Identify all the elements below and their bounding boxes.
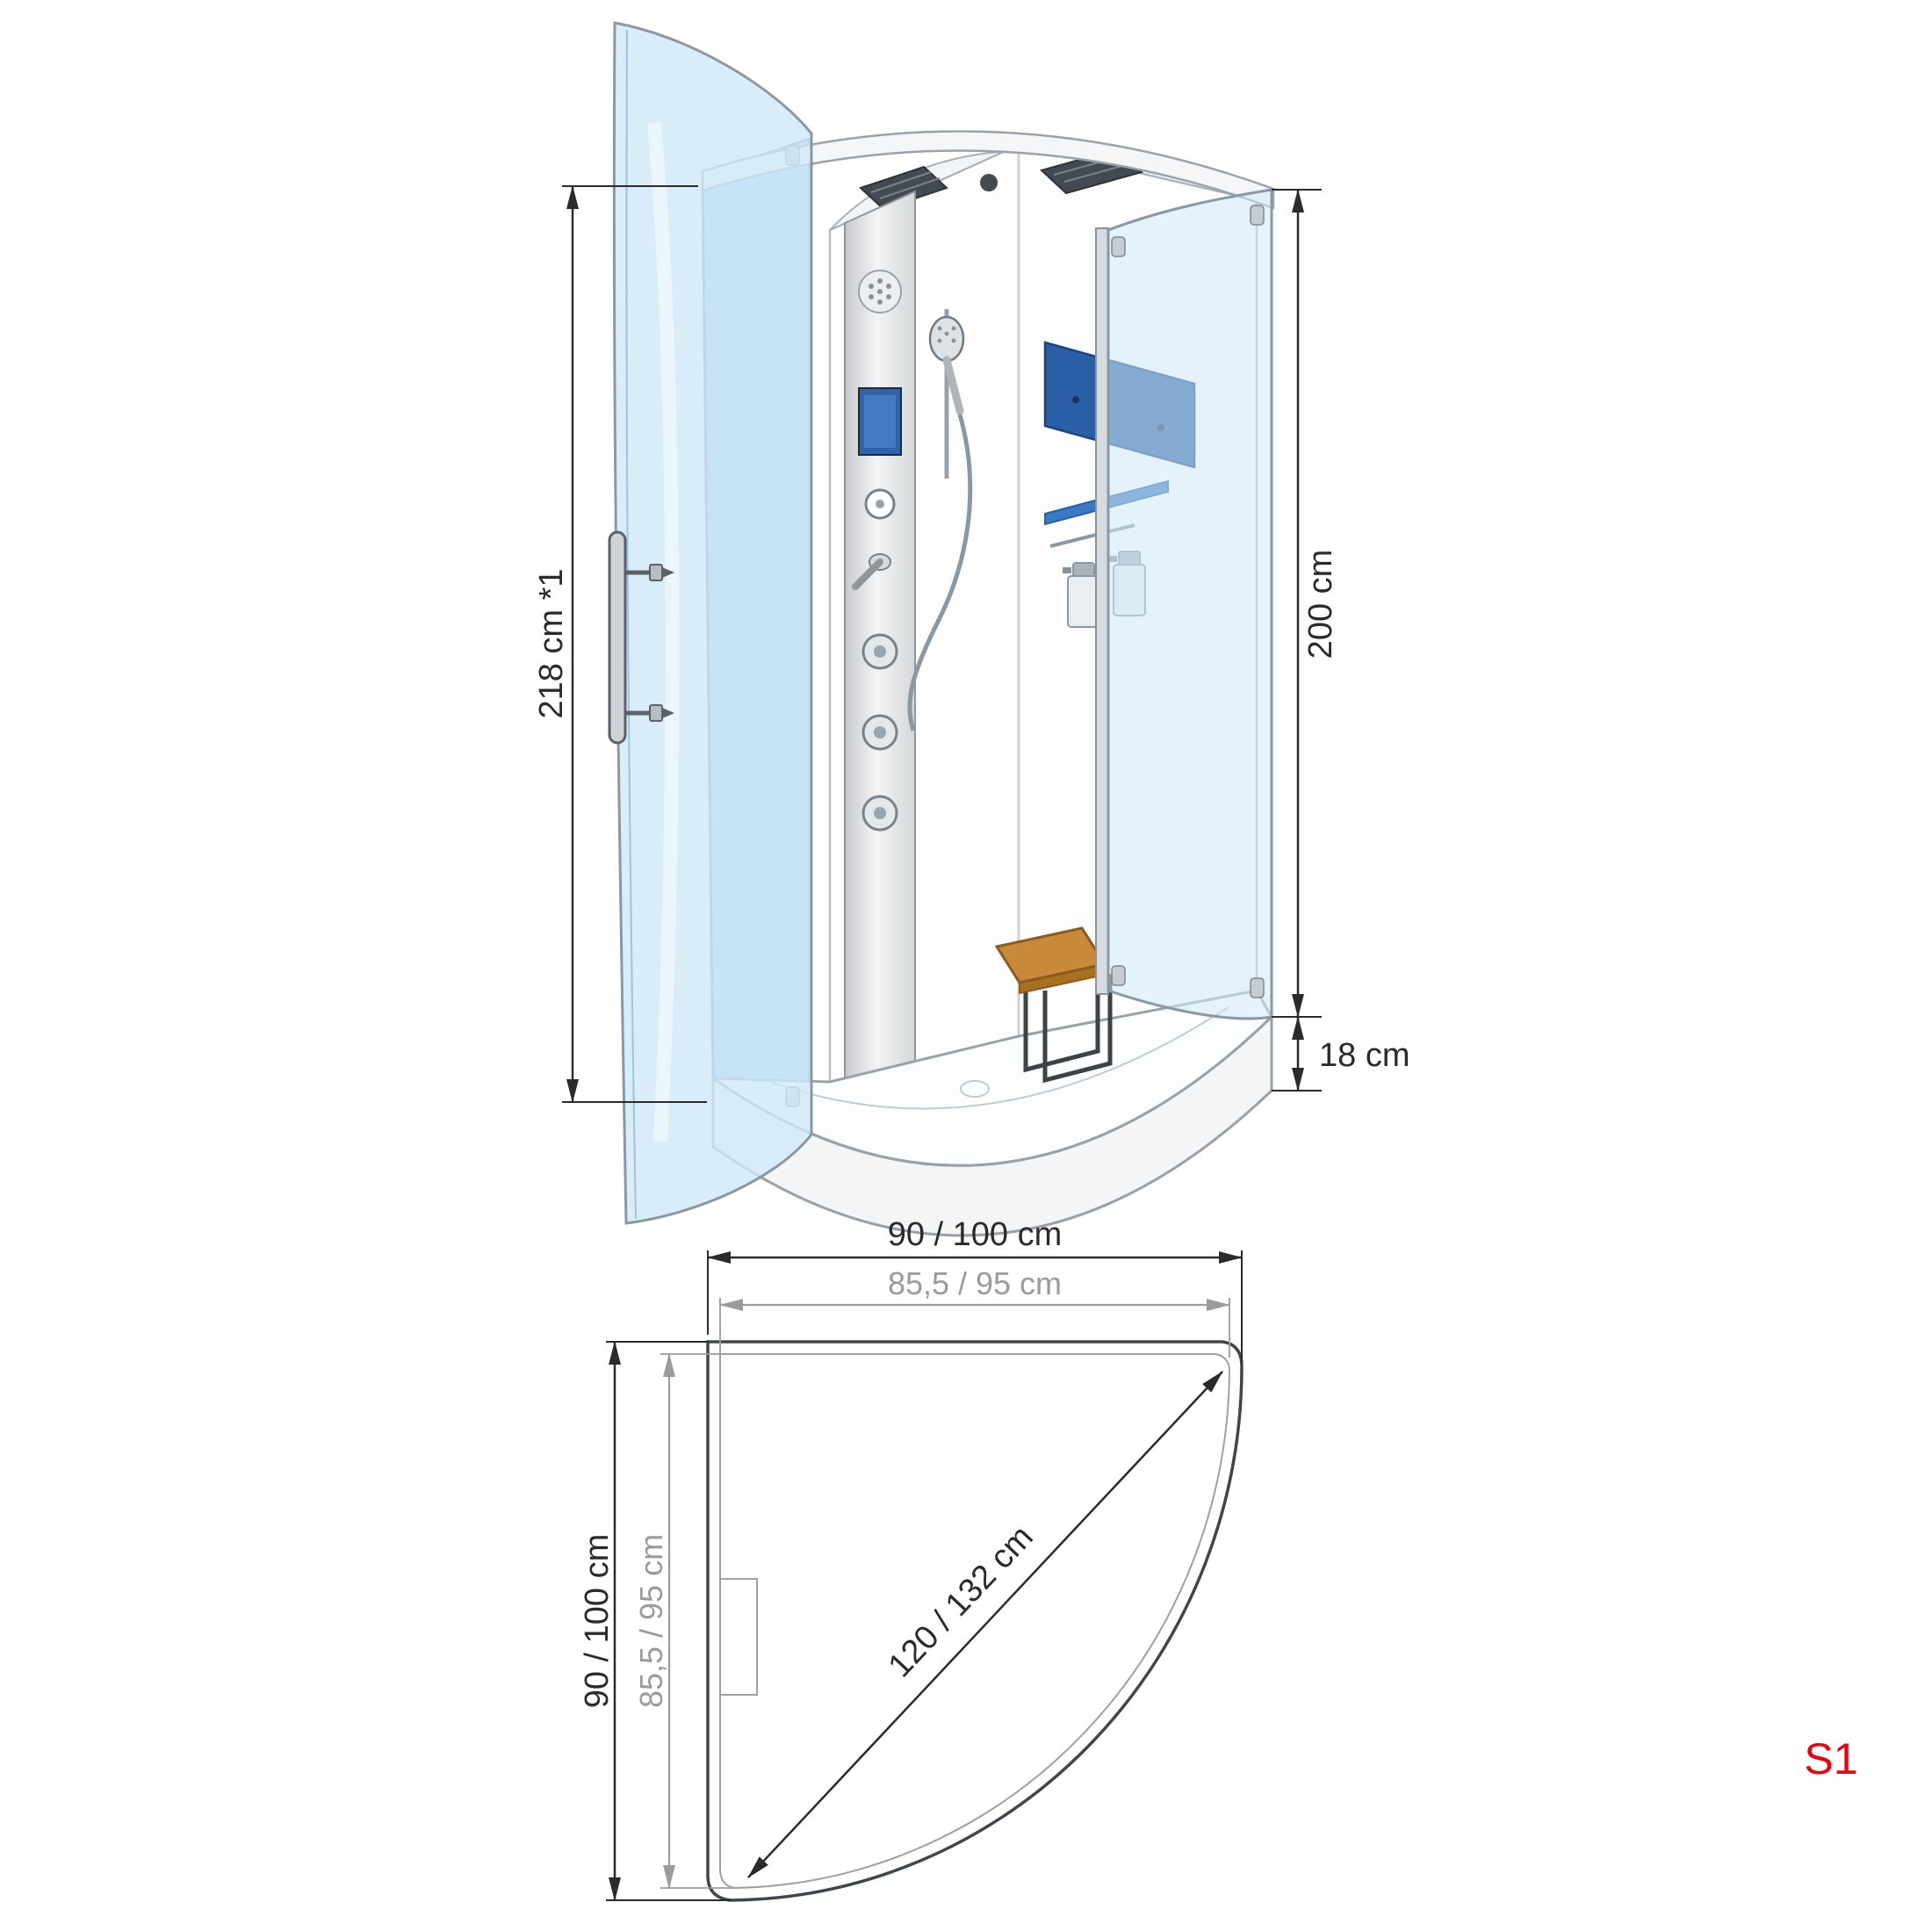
- dim-plan-depth-outer-label: 90 / 100 cm: [579, 1534, 616, 1709]
- dim-tray-height: 18 cm: [1272, 1016, 1409, 1092]
- ceiling-light: [980, 174, 998, 191]
- thermostat-knob-dot: [876, 500, 884, 508]
- dim-height-total: 218 cm *1: [533, 185, 707, 1103]
- right-front-glass: [1107, 188, 1273, 1020]
- door-glass: [612, 21, 813, 1225]
- dispenser-body: [1067, 575, 1100, 628]
- rain-shower-head-left: [859, 165, 948, 211]
- plan-view: 90 / 100 cm 85,5 / 95 cm 90 / 100 cm 85,…: [579, 1216, 1244, 1902]
- dim-plan-width-outer-label: 90 / 100 cm: [888, 1216, 1063, 1253]
- dim-plan-width-inner: 85,5 / 95 cm: [719, 1265, 1230, 1358]
- dim-plan-depth-inner: 85,5 / 95 cm: [633, 1353, 734, 1889]
- door-handle: [608, 530, 674, 745]
- control-display-screen: [864, 395, 896, 448]
- glass-clip: [1250, 977, 1265, 998]
- speaker-dots: [869, 278, 891, 305]
- glass-profile: [1095, 227, 1109, 995]
- hand-shower: [907, 309, 973, 731]
- elevation-view: 218 cm *1 200 cm 18 cm: [533, 21, 1409, 1237]
- mixer-lever: [852, 558, 883, 590]
- handle-bolt-tip: [662, 708, 674, 718]
- dispenser-cap: [1072, 562, 1095, 578]
- model-code: S1: [1804, 1734, 1857, 1783]
- glass-clip: [1111, 965, 1126, 986]
- top-rim: [701, 130, 1275, 210]
- dim-plan-width-outer: 90 / 100 cm: [707, 1216, 1243, 1363]
- dim-height-total-label: 218 cm *1: [533, 568, 570, 718]
- dim-height-cabin: 200 cm: [1272, 189, 1339, 1018]
- shower-column: [844, 190, 916, 1080]
- dim-height-cabin-label: 200 cm: [1302, 550, 1339, 659]
- glass-clip: [1250, 205, 1265, 226]
- door-glass-reflection: [647, 122, 680, 1142]
- handle-bolt: [649, 564, 663, 581]
- stool-legs: [1023, 967, 1113, 1084]
- hand-shower-face-dots: [937, 326, 956, 343]
- hand-shower-head: [928, 315, 965, 363]
- hand-shower-handle: [942, 356, 964, 415]
- dim-plan-depth-inner-label: 85,5 / 95 cm: [633, 1534, 669, 1708]
- tray-outline-outer: [706, 1340, 1244, 1902]
- body-jets: [861, 633, 898, 832]
- handle-bar: [608, 530, 627, 745]
- glass-clip: [1111, 236, 1126, 257]
- door-open: [608, 21, 813, 1225]
- dim-tray-height-label: 18 cm: [1319, 1037, 1409, 1074]
- tray-drain: [960, 1080, 990, 1098]
- door-glass-edge: [625, 29, 637, 1220]
- handle-bolt: [649, 704, 663, 722]
- tray-basin-line: [770, 1005, 1230, 1110]
- dim-plan-depth-outer: 90 / 100 cm: [579, 1341, 731, 1901]
- shower-hose: [907, 414, 973, 731]
- dim-plan-width-inner-label: 85,5 / 95 cm: [888, 1265, 1062, 1301]
- handle-bolt-tip: [662, 567, 674, 578]
- shower-tray: [709, 989, 1273, 1237]
